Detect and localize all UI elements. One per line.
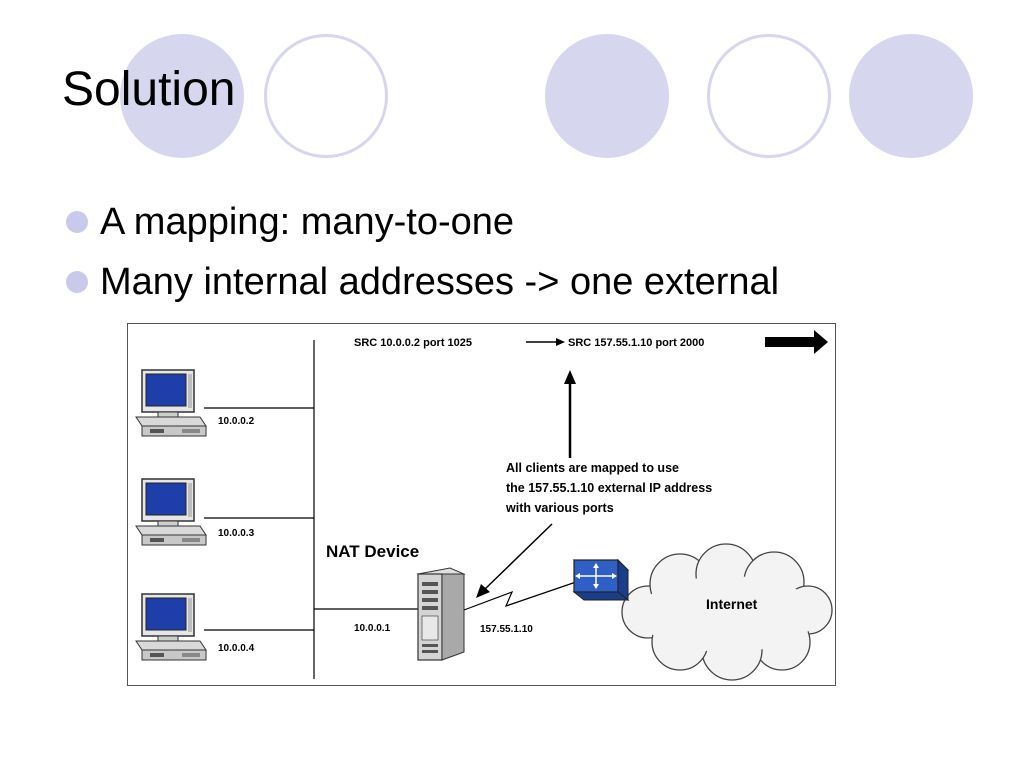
client-ip-label: 10.0.0.3 bbox=[218, 528, 255, 539]
router-icon bbox=[572, 558, 630, 602]
internet-cloud-icon bbox=[621, 543, 833, 681]
outbound-arrow-head bbox=[814, 330, 828, 354]
internet-label: Internet bbox=[706, 596, 758, 612]
note-arrow bbox=[483, 523, 553, 591]
note-line: All clients are mapped to use bbox=[506, 461, 679, 475]
note-line: with various ports bbox=[505, 501, 614, 515]
note-line: the 157.55.1.10 external IP address bbox=[506, 481, 712, 495]
nat-device-label: NAT Device bbox=[326, 542, 419, 561]
note-arrow-head bbox=[476, 584, 490, 598]
bullet-item: A mapping: many-to-one bbox=[66, 192, 779, 252]
decor-circle-1 bbox=[120, 34, 244, 158]
slide-title: Solution bbox=[62, 63, 236, 116]
client-ip-label: 10.0.0.2 bbox=[218, 416, 255, 427]
translate-arrow-head bbox=[556, 338, 565, 346]
bullet-item: Many internal addresses -> one external bbox=[66, 252, 779, 312]
decor-ring-2 bbox=[707, 34, 831, 158]
bullet-text: A mapping: many-to-one bbox=[100, 201, 515, 243]
decor-circle-2 bbox=[545, 34, 669, 158]
wan-link bbox=[463, 581, 577, 611]
decor-ring-1 bbox=[264, 34, 388, 158]
mapping-arrow-head bbox=[564, 370, 576, 384]
bullet-text: Many internal addresses -> one external bbox=[100, 261, 780, 303]
client-pc-icon bbox=[135, 478, 207, 546]
client-ip-label: 10.0.0.4 bbox=[218, 643, 255, 654]
decor-circle-3 bbox=[849, 34, 973, 158]
bullet-icon bbox=[66, 271, 88, 293]
nat-diagram-svg: SRC 10.0.0.2 port 1025 SRC 157.55.1.10 p… bbox=[135, 330, 833, 681]
src-external-label: SRC 157.55.1.10 port 2000 bbox=[568, 337, 704, 349]
outbound-arrow bbox=[765, 337, 815, 347]
nat-device-icon bbox=[416, 567, 466, 661]
bullet-list: A mapping: many-to-one Many internal add… bbox=[66, 192, 779, 312]
nat-diagram: SRC 10.0.0.2 port 1025 SRC 157.55.1.10 p… bbox=[127, 323, 836, 686]
nat-internal-ip-label: 10.0.0.1 bbox=[354, 623, 391, 634]
bullet-icon bbox=[66, 211, 88, 233]
client-pc-icon bbox=[135, 593, 207, 661]
nat-external-ip-label: 157.55.1.10 bbox=[480, 624, 533, 635]
client-pc-icon bbox=[135, 369, 207, 437]
src-internal-label: SRC 10.0.0.2 port 1025 bbox=[354, 337, 472, 349]
